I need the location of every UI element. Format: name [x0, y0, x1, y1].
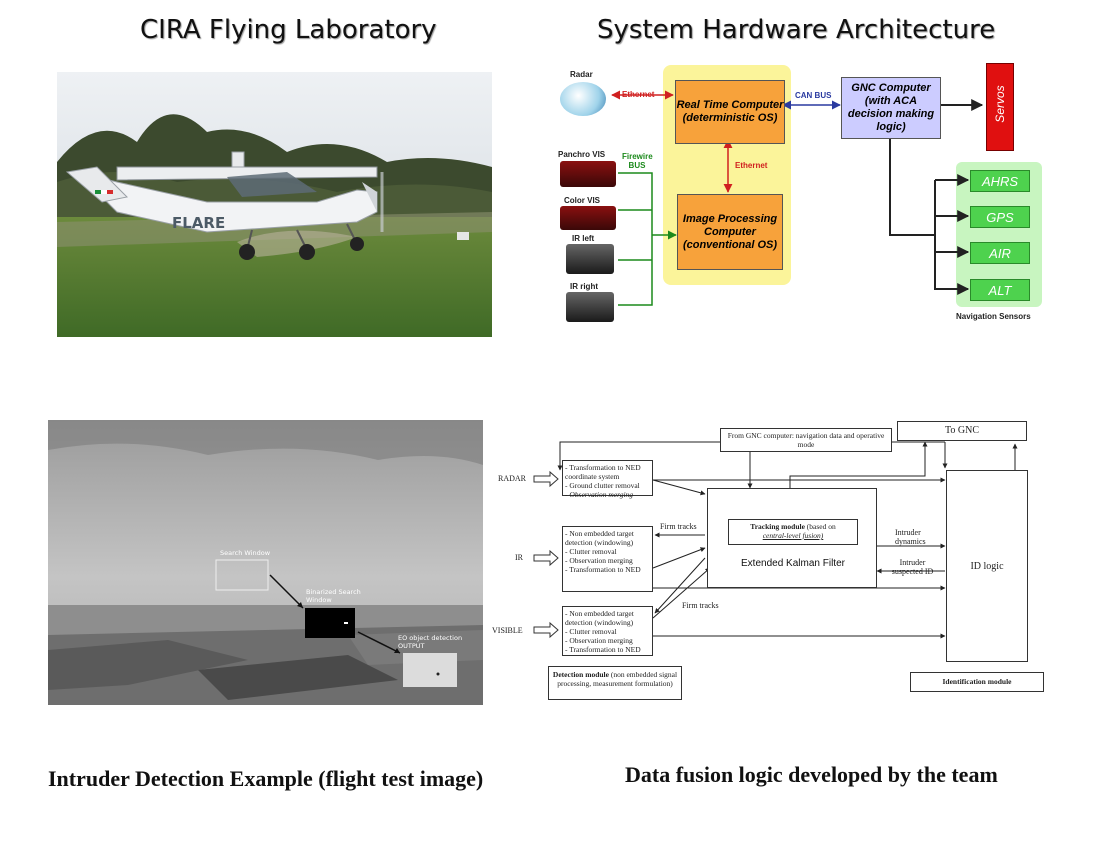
- detection-module-box: Detection module (non embedded signal pr…: [548, 666, 682, 700]
- ir-input-label: IR: [515, 553, 523, 562]
- radar-step: - Observation merging: [565, 490, 634, 499]
- ethernet-label-2: Ethernet: [735, 161, 768, 170]
- eo-output-label: EO object detection OUTPUT: [398, 634, 463, 650]
- aircraft-photo: FLARE: [57, 72, 492, 337]
- intruder-dynamics-label: Intruder dynamics: [895, 528, 926, 546]
- intruder-detection-image: Search Window Binarized Search Window EO…: [48, 420, 483, 705]
- radar-icon: [560, 82, 606, 116]
- camera-label-ir-left: IR left: [572, 234, 595, 243]
- visible-step: - Observation merging: [565, 636, 633, 645]
- ir-processing-box: - Non embedded target detection (windowi…: [562, 526, 653, 592]
- id-logic-box: ID logic: [946, 470, 1028, 662]
- radar-step: - Ground clutter removal: [565, 481, 640, 490]
- detection-module-rest: (non embedded signal processing, measure…: [557, 670, 678, 688]
- binarized-window-label: Binarized Search Window: [306, 588, 361, 604]
- ethernet-label-1: Ethernet: [622, 90, 655, 99]
- to-gnc-box: To GNC: [897, 421, 1027, 441]
- panchro-camera-icon: [560, 161, 616, 187]
- ir-left-camera-icon: [566, 244, 614, 274]
- ir-step: - Transformation to NED: [565, 565, 641, 574]
- servos-box: Servos: [986, 63, 1014, 151]
- ir-step: - Observation merging: [565, 556, 633, 565]
- title-system-hardware-architecture: System Hardware Architecture: [597, 15, 996, 45]
- radar-label: Radar: [570, 70, 593, 79]
- camera-label-ir-right: IR right: [570, 282, 598, 291]
- tracking-module-box: Tracking module (based on central-level …: [707, 488, 877, 588]
- radar-input-label: RADAR: [498, 474, 527, 483]
- gnc-input-box: From GNC computer: navigation data and o…: [720, 428, 892, 452]
- visible-step: - Non embedded target detection (windowi…: [565, 609, 634, 627]
- nav-sensor-alt: ALT: [970, 279, 1030, 301]
- nav-sensor-ahrs: AHRS: [970, 170, 1030, 192]
- search-window-label: Search Window: [220, 549, 271, 557]
- servos-label: Servos: [993, 85, 1007, 123]
- visible-processing-box: - Non embedded target detection (windowi…: [562, 606, 653, 656]
- color-camera-icon: [560, 206, 616, 230]
- tracking-module-label-box: Tracking module (based on central-level …: [728, 519, 858, 545]
- data-fusion-diagram: From GNC computer: navigation data and o…: [490, 418, 1050, 708]
- tracking-module-title: Tracking module: [750, 522, 805, 531]
- ir-step: - Clutter removal: [565, 547, 617, 556]
- aircraft-marking: FLARE: [172, 214, 226, 232]
- caption-right: Data fusion logic developed by the team: [625, 762, 998, 787]
- visible-input-label: VISIBLE: [492, 626, 523, 635]
- caption-left: Intruder Detection Example (flight test …: [48, 766, 484, 791]
- tracking-module-rest: (based on: [806, 522, 836, 531]
- ir-right-camera-icon: [566, 292, 614, 322]
- navigation-sensors-caption: Navigation Sensors: [956, 312, 1031, 321]
- identification-module-box: Identification module: [910, 672, 1044, 692]
- visible-step: - Transformation to NED: [565, 645, 641, 654]
- radar-step: - Transformation to NED coordinate syste…: [565, 463, 641, 481]
- firm-tracks-label-1: Firm tracks: [660, 522, 697, 531]
- canbus-label: CAN BUS: [795, 91, 832, 100]
- visible-step: - Clutter removal: [565, 627, 617, 636]
- image-processing-computer-box: Image Processing Computer (conventional …: [677, 194, 783, 270]
- gnc-computer-box: GNC Computer (with ACA decision making l…: [841, 77, 941, 139]
- title-cira-flying-laboratory: CIRA Flying Laboratory: [140, 15, 437, 45]
- nav-sensor-gps: GPS: [970, 206, 1030, 228]
- hardware-architecture-diagram: Radar Ethernet Ethernet CAN BUS Firewire…: [550, 60, 1070, 330]
- camera-label-color: Color VIS: [564, 196, 601, 205]
- firewire-label: Firewire BUS: [622, 152, 653, 170]
- ekf-label: Extended Kalman Filter: [741, 558, 845, 569]
- detection-module-title: Detection module: [552, 670, 609, 679]
- tracking-module-fusion: central-level fusion): [762, 531, 824, 540]
- intruder-suspected-label: Intruder suspected ID: [891, 558, 934, 576]
- firm-tracks-label-2: Firm tracks: [682, 601, 719, 610]
- real-time-computer-box: Real Time Computer (deterministic OS): [675, 80, 785, 144]
- radar-processing-box: - Transformation to NED coordinate syste…: [562, 460, 653, 499]
- nav-sensor-air: AIR: [970, 242, 1030, 264]
- ir-step: - Non embedded target detection (windowi…: [565, 529, 634, 547]
- camera-label-panchro: Panchro VIS: [558, 150, 606, 159]
